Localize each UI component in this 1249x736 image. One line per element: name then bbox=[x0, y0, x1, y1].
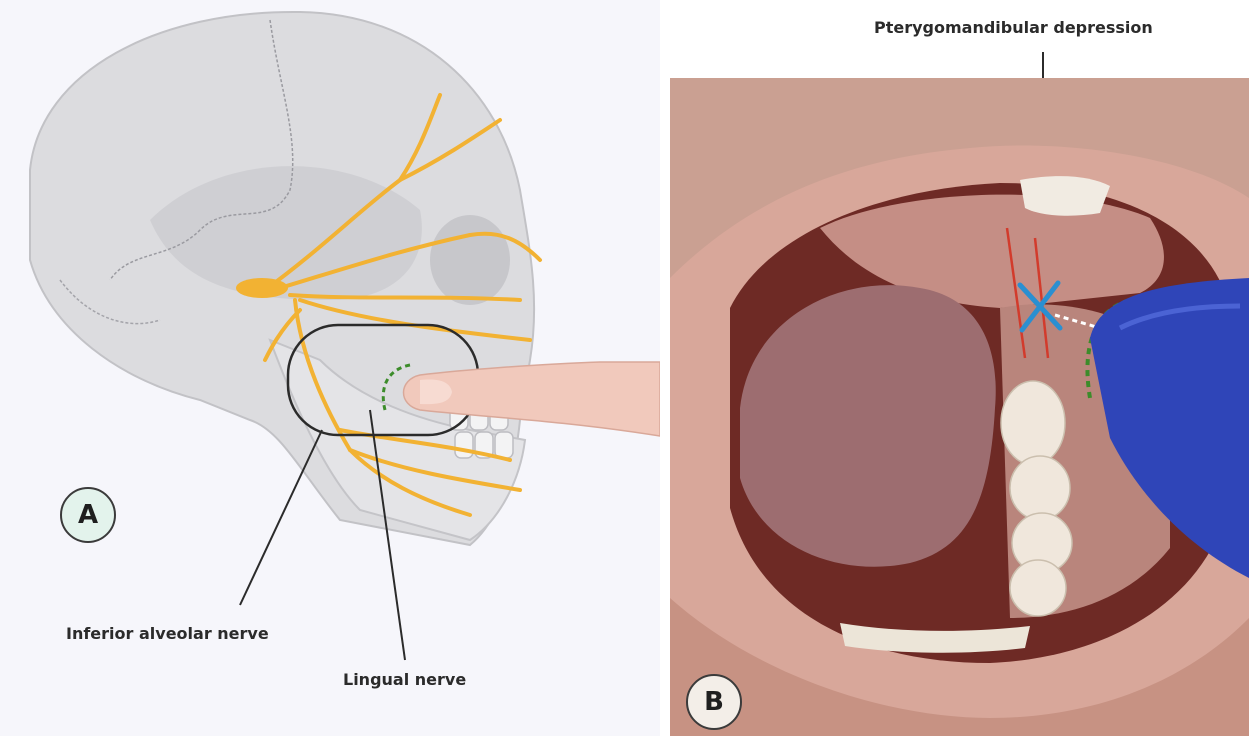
upper-tooth bbox=[1020, 176, 1110, 216]
leader-inferior-alveolar bbox=[240, 430, 322, 605]
panel-b-photo: B bbox=[670, 78, 1249, 736]
label-pterygomandibular-depression: Pterygomandibular depression bbox=[874, 18, 1153, 37]
badge-b: B bbox=[686, 674, 742, 730]
skull-orbit bbox=[430, 215, 510, 305]
badge-a: A bbox=[60, 487, 116, 543]
trigeminal-ganglion bbox=[236, 278, 288, 298]
panel-a: A Inferior alveolar nerve Lingual nerve bbox=[0, 0, 660, 736]
label-lingual-nerve: Lingual nerve bbox=[343, 670, 466, 689]
label-inferior-alveolar-nerve: Inferior alveolar nerve bbox=[66, 624, 269, 643]
lower-molars bbox=[1001, 381, 1072, 616]
badge-b-label: B bbox=[704, 687, 724, 717]
mouth-photo bbox=[670, 78, 1249, 736]
badge-a-label: A bbox=[78, 500, 98, 530]
